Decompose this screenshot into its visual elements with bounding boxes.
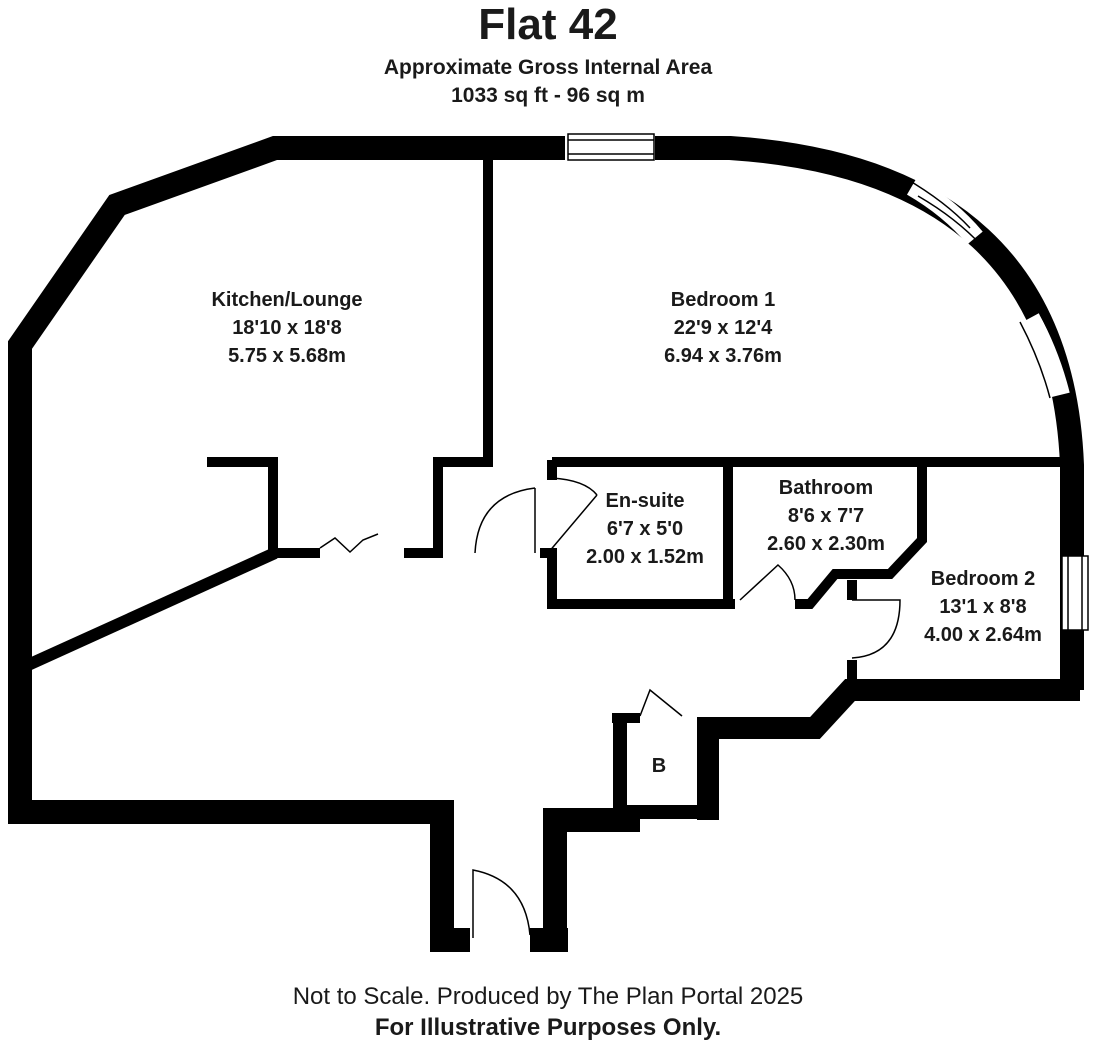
boiler-cupboard-wall [613,720,710,819]
room-bathroom-name: Bathroom [779,477,873,499]
room-bathroom-metric: 2.60 x 2.30m [767,533,885,555]
room-bathroom-imperial: 8'6 x 7'7 [788,505,864,527]
room-bedroom2-metric: 4.00 x 2.64m [924,624,1042,646]
door-entrance [472,869,531,938]
outer-wall-top-left [8,136,565,940]
room-bedroom1-name: Bedroom 1 [671,289,775,311]
room-ensuite-metric: 2.00 x 1.52m [586,546,704,568]
room-bedroom2-name: Bedroom 2 [931,568,1035,590]
room-ensuite-name: En-suite [606,490,685,512]
entrance-wall-right [543,808,640,940]
footer-disclaimer: Not to Scale. Produced by The Plan Porta… [292,983,804,1010]
ensuite-wall-lower [540,548,735,609]
door-cupboard [639,688,683,717]
footer-illustrative: For Illustrative Purposes Only. [374,1014,722,1041]
room-bedroom1-imperial: 22'9 x 12'4 [674,317,773,339]
lounge-diagonal-wall [25,547,278,671]
door-bedroom2 [851,599,901,659]
room-ensuite-imperial: 6'7 x 5'0 [607,518,683,540]
door-bedroom1 [474,487,536,554]
window-bedroom1-top [567,133,655,161]
outer-wall-bottom-right [697,679,1080,820]
plan-title: Flat 42 [478,0,618,49]
window-curve-upper [906,177,983,245]
area-value: 1033 sq ft - 96 sq m [451,84,645,107]
lounge-stub-wall [207,457,320,558]
room-bedroom2-imperial: 13'1 x 8'8 [939,596,1026,618]
window-curve-lower [1021,313,1070,398]
door-lounge-bifold [319,533,379,554]
outer-wall-curve [655,136,1084,690]
boiler-cupboard-label: B [652,755,666,777]
bathroom-right-wall [795,462,927,609]
room-bedroom1-metric: 6.94 x 3.76m [664,345,782,367]
area-label: Approximate Gross Internal Area [383,56,713,79]
room-kitchen-lounge-imperial: 18'10 x 18'8 [232,317,342,339]
lounge-partition-wall [404,160,493,558]
door-bathroom [739,563,796,601]
window-bedroom2 [1061,555,1089,631]
room-kitchen-lounge-name: Kitchen/Lounge [211,289,362,311]
door-ensuite [551,477,598,496]
room-kitchen-lounge-metric: 5.75 x 5.68m [228,345,346,367]
